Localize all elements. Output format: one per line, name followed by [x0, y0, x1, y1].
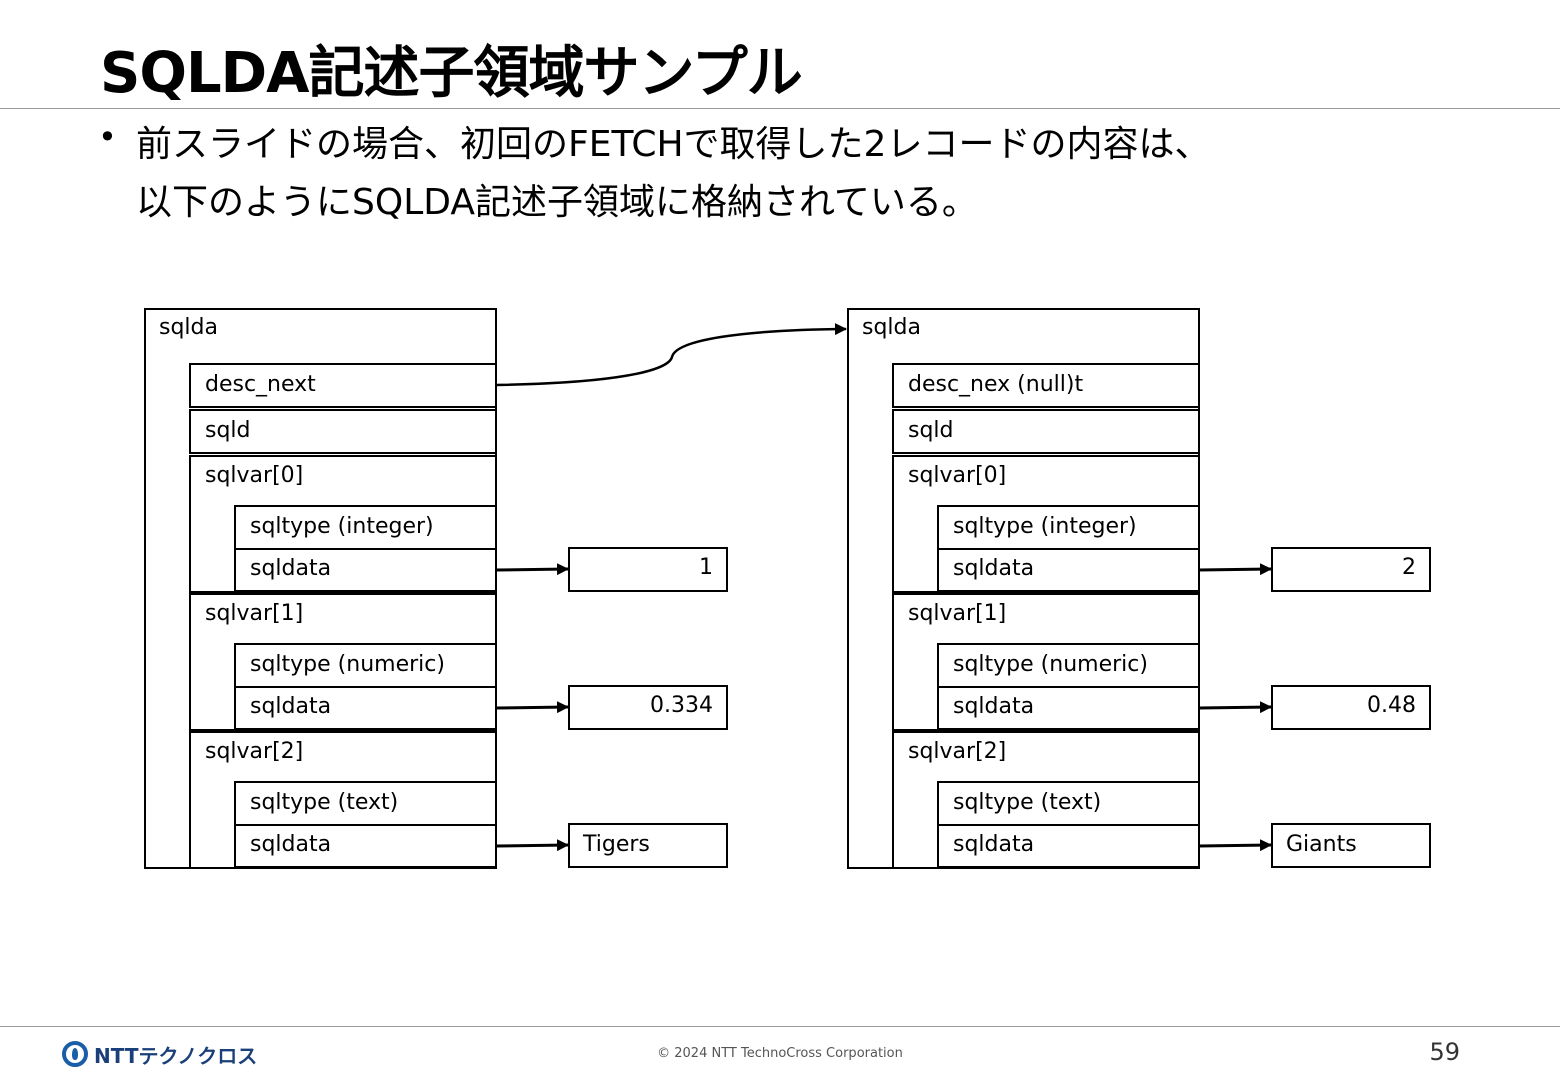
struct-2-sqlvar-0-sqltype-label: sqltype (integer): [953, 514, 1137, 539]
struct-1-sqlvar-0-label: sqlvar[0]: [205, 463, 303, 488]
struct-1-sqlda-label: sqlda: [159, 315, 218, 340]
struct-2-sqlvar-1-value-text: 0.48: [1367, 693, 1416, 718]
struct-2-sqlvar-2-sqltype-label: sqltype (text): [953, 790, 1101, 815]
struct-1-sqlvar-2-pointer-arrow: [495, 839, 569, 852]
struct-1-sqlvar-1-label: sqlvar[1]: [205, 601, 303, 626]
struct-1-sqlvar-2-label: sqlvar[2]: [205, 739, 303, 764]
struct-2-sqlvar-1-sqldata-label: sqldata: [953, 694, 1034, 719]
struct-1-sqlvar-0-value-text: 1: [699, 555, 713, 580]
struct-2-sqlda-label: sqlda: [862, 315, 921, 340]
struct-2-sqld-box: [892, 409, 1200, 454]
struct-1-desc-next-label: desc_next: [205, 372, 316, 397]
struct-2-desc-next-label: desc_nex (null)t: [908, 372, 1083, 397]
logo-text: NTTテクノクロス: [94, 1043, 258, 1068]
struct-2-sqlvar-2-pointer-arrow: [1198, 839, 1272, 852]
struct-2-sqlvar-0-value-box: [1271, 547, 1431, 592]
desc-next-link-arrow: [495, 323, 847, 387]
struct-1-sqlvar-0-pointer-arrow: [495, 563, 569, 576]
struct-2-sqlvar-2-value-box: [1271, 823, 1431, 868]
company-logo: NTTテクノクロス: [62, 1038, 257, 1070]
struct-1-sqlvar-0-sqldata-label: sqldata: [250, 556, 331, 581]
bullet-icon: •: [98, 118, 117, 156]
struct-2-sqlvar-0-pointer-arrow: [1198, 563, 1272, 576]
struct-2-sqlvar-0-label: sqlvar[0]: [908, 463, 1006, 488]
struct-2-sqld-label: sqld: [908, 418, 954, 443]
bullet-line-2: 以下のようにSQLDA記述子領域に格納されている。: [136, 182, 978, 223]
struct-2-sqlvar-2-label: sqlvar[2]: [908, 739, 1006, 764]
struct-1-sqlvar-1-sqltype-label: sqltype (numeric): [250, 652, 445, 677]
struct-2-sqlvar-1-label: sqlvar[1]: [908, 601, 1006, 626]
struct-1-sqlvar-2-value-text: Tigers: [582, 832, 650, 857]
struct-2-sqlvar-1-pointer-arrow: [1198, 701, 1272, 714]
struct-1-sqlvar-2-sqltype-label: sqltype (text): [250, 790, 398, 815]
struct-1-sqlvar-1-pointer-arrow: [495, 701, 569, 714]
copyright-text: © 2024 NTT TechnoCross Corporation: [657, 1046, 903, 1061]
struct-2-sqlvar-0-sqldata-label: sqldata: [953, 556, 1034, 581]
struct-1-sqlvar-0-value-box: [568, 547, 728, 592]
struct-1-sqlvar-1-value-text: 0.334: [650, 693, 713, 718]
struct-2-sqlvar-1-value-box: [1271, 685, 1431, 730]
struct-2-sqlvar-2-sqldata-label: sqldata: [953, 832, 1034, 857]
struct-1-desc-next-box: [189, 363, 497, 408]
struct-1-sqlda-box: [144, 308, 497, 869]
struct-1-sqlvar-2-sqldata-label: sqldata: [250, 832, 331, 857]
footer-divider: [0, 1026, 1560, 1027]
struct-2-sqlvar-2-value-text: Giants: [1286, 832, 1357, 857]
struct-2-desc-next-box: [892, 363, 1200, 408]
struct-1-sqld-label: sqld: [205, 418, 251, 443]
slide-title: SQLDA記述子領域サンプル: [100, 41, 803, 106]
struct-1-sqlvar-0-sqltype-label: sqltype (integer): [250, 514, 434, 539]
struct-1-sqld-box: [189, 409, 497, 454]
bullet-line-1: 前スライドの場合、初回のFETCHで取得した2レコードの内容は、: [136, 124, 1211, 165]
struct-2-sqlvar-1-sqltype-label: sqltype (numeric): [953, 652, 1148, 677]
title-divider: [0, 108, 1560, 109]
page-number: 59: [1429, 1038, 1460, 1066]
ntt-logo-icon: [62, 1041, 88, 1067]
struct-1-sqlvar-1-value-box: [568, 685, 728, 730]
struct-1-sqlvar-2-value-box: [568, 823, 728, 868]
struct-2-sqlvar-0-value-text: 2: [1402, 555, 1416, 580]
bullet-paragraph: 前スライドの場合、初回のFETCHで取得した2レコードの内容は、 以下のようにS…: [136, 116, 1496, 232]
struct-1-sqlvar-1-sqldata-label: sqldata: [250, 694, 331, 719]
